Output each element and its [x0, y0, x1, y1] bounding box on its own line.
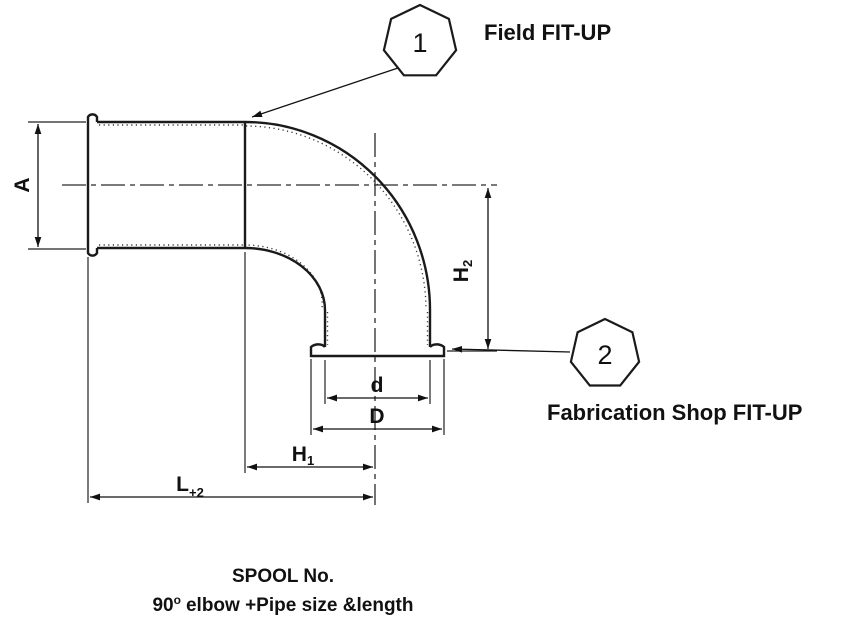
- dim-label-h1: H1: [292, 443, 314, 468]
- balloon-1-number: 1: [412, 28, 427, 58]
- caption-elbow-description: 90o elbow +Pipe size &length: [152, 593, 413, 616]
- pipe-bottom-grooved-end: [309, 343, 446, 358]
- balloon-1-leader: [251, 67, 399, 118]
- pipe-left-grooved-end: [86, 113, 99, 257]
- caption-spool-no: SPOOL No.: [232, 566, 334, 587]
- dim-label-dbig: D: [369, 405, 384, 428]
- dim-label-h2: H2: [450, 260, 475, 282]
- elbow-outer-arc: [244, 120, 432, 311]
- caption-degree-superscript: o: [174, 593, 181, 607]
- pipe-elbow-outline: [86, 113, 446, 358]
- caption-degree-value: 90: [152, 595, 173, 616]
- extension-lines: [28, 121, 497, 503]
- dim-label-h2-base: H: [450, 267, 473, 282]
- pipe-texture: [99, 124, 429, 345]
- dim-label-h1-sub: 1: [307, 453, 314, 468]
- dimension-lines: [34, 124, 492, 501]
- balloon-2-heptagon: [569, 317, 641, 387]
- balloon-2-leader: [451, 345, 571, 353]
- balloon-1-heptagon: [382, 3, 458, 77]
- balloon-2-number: 2: [597, 340, 612, 370]
- caption-description-text: elbow +Pipe size &length: [186, 595, 414, 616]
- dim-label-d: d: [371, 374, 384, 397]
- dim-label-l-base: L: [176, 473, 189, 496]
- balloon-1: 1: [251, 3, 458, 118]
- field-fit-up-label: Field FIT-UP: [484, 20, 611, 45]
- elbow-inner-arc: [244, 246, 327, 311]
- dim-label-a: A: [11, 177, 34, 192]
- fabrication-shop-fit-up-label: Fabrication Shop FIT-UP: [547, 400, 802, 425]
- dim-label-l: L+2: [176, 473, 204, 500]
- dim-label-h2-sub: 2: [460, 260, 475, 267]
- dim-label-l-sub: +2: [189, 485, 204, 500]
- balloon-2: 2: [451, 317, 641, 387]
- dim-label-h1-base: H: [292, 443, 307, 466]
- center-lines: [62, 133, 497, 505]
